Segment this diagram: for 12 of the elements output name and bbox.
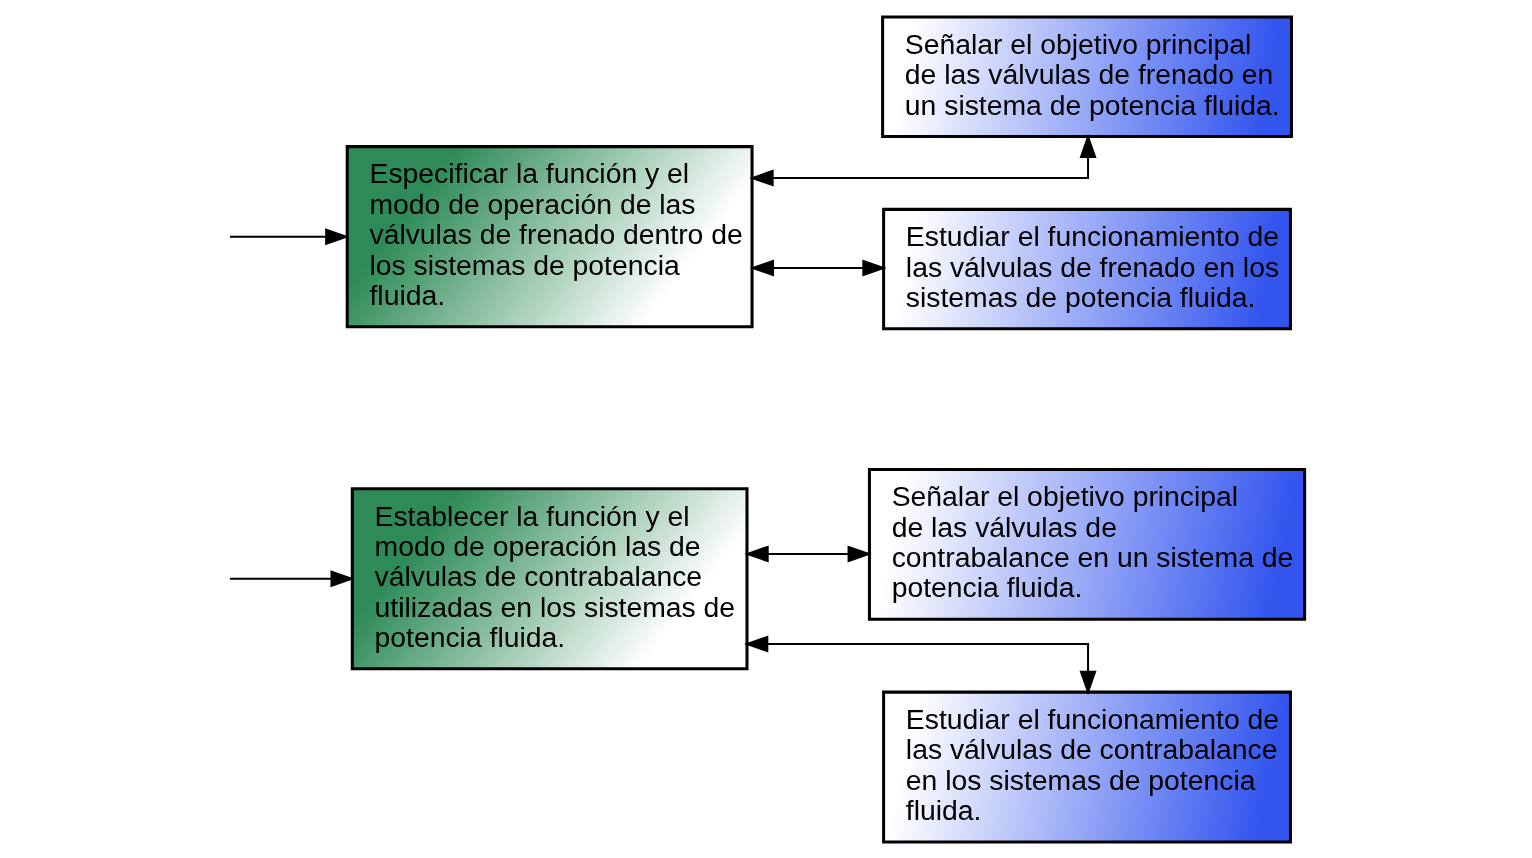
arrow <box>748 133 1097 186</box>
arrow <box>743 635 1097 695</box>
node-box: Estudiar el funcionamiento de las válvulas de contrabalance en los sistemas de potencia fluida. <box>881 690 1292 843</box>
arrow <box>229 569 355 587</box>
node-box: Señalar el objetivo principal de las válvulas de contrabalance en un sistema de potencia fluida. <box>867 467 1306 621</box>
node-box: Especificar la función y el modo de operación de las válvulas de frenado dentro de los sistemas de potencia fluida. <box>345 144 754 328</box>
node-box: Señalar el objetivo principal de las válvulas de frenado en un sistema de potencia fluida. <box>880 15 1293 138</box>
node-box: Estudiar el funcionamiento de las válvulas de frenado en los sistemas de potencia fluida. <box>881 207 1292 330</box>
arrow <box>749 259 887 277</box>
arrow <box>229 227 349 245</box>
node-box: Establecer la función y el modo de operación las de válvulas de contrabalance utilizadas en los sistemas de potencia fluida. <box>350 486 748 670</box>
arrow <box>743 544 872 562</box>
